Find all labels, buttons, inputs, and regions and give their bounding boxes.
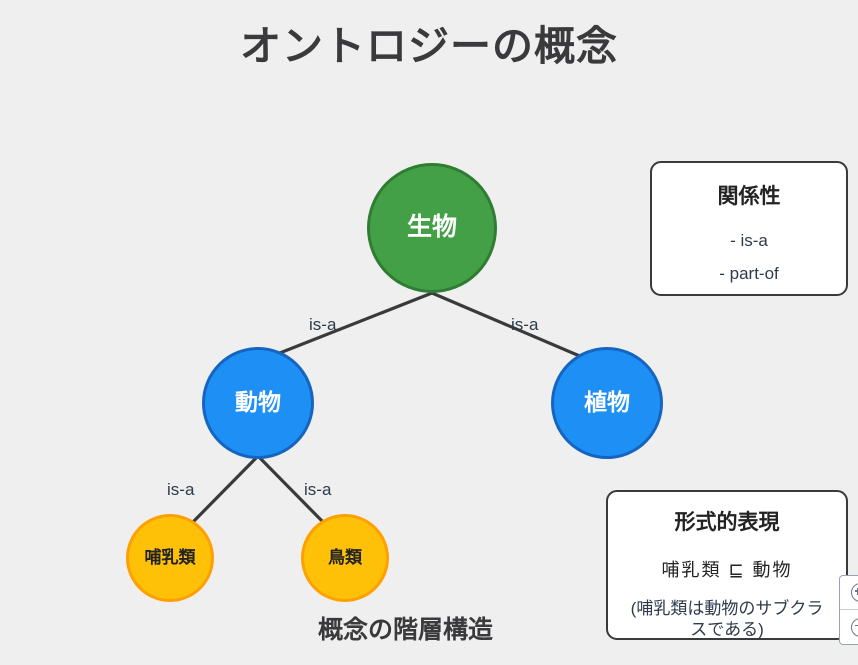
page-title: オントロジーの概念: [240, 23, 618, 69]
node-label: 植物: [584, 389, 630, 416]
formal-box-title: 形式的表現: [674, 511, 780, 534]
formal-expression-box: 形式的表現 哺乳類 ⊑ 動物 (哺乳類は動物のサブクラスである): [606, 490, 848, 640]
node-honyurui[interactable]: 哺乳類: [126, 514, 214, 602]
zoom-out-button[interactable]: [840, 610, 858, 644]
edge-label-is-a: is-a: [167, 480, 195, 499]
relations-box-title: 関係性: [717, 185, 781, 208]
zoom-in-icon: [850, 583, 858, 602]
zoom-controls-panel: [839, 575, 858, 645]
edge-seibutsu-doubutsu: [261, 291, 433, 362]
edge-label-is-a: is-a: [309, 315, 337, 334]
edge-doubutsu-honyurui: [191, 454, 260, 524]
node-label: 哺乳類: [144, 547, 196, 567]
node-label: 生物: [406, 213, 457, 242]
relations-box-item-is-a: - is-a: [730, 231, 768, 250]
diagram-caption: 概念の階層構造: [318, 616, 494, 644]
zoom-in-button[interactable]: [840, 576, 858, 610]
node-doubutsu[interactable]: 動物: [202, 347, 314, 459]
relations-box: 関係性 - is-a - part-of: [650, 161, 848, 296]
relations-box-item-part-of: - part-of: [719, 264, 779, 283]
edge-label-is-a: is-a: [304, 480, 332, 499]
node-shokubutsu[interactable]: 植物: [551, 347, 663, 459]
node-label: 動物: [235, 389, 281, 416]
node-seibutsu[interactable]: 生物: [367, 163, 497, 293]
node-label: 鳥類: [328, 547, 362, 567]
zoom-out-icon: [850, 617, 858, 637]
edge-label-is-a: is-a: [511, 315, 539, 334]
formal-expression-note: (哺乳類は動物のサブクラスである): [630, 599, 824, 640]
node-chourui[interactable]: 鳥類: [301, 514, 389, 602]
formal-expression: 哺乳類 ⊑ 動物: [661, 560, 793, 580]
